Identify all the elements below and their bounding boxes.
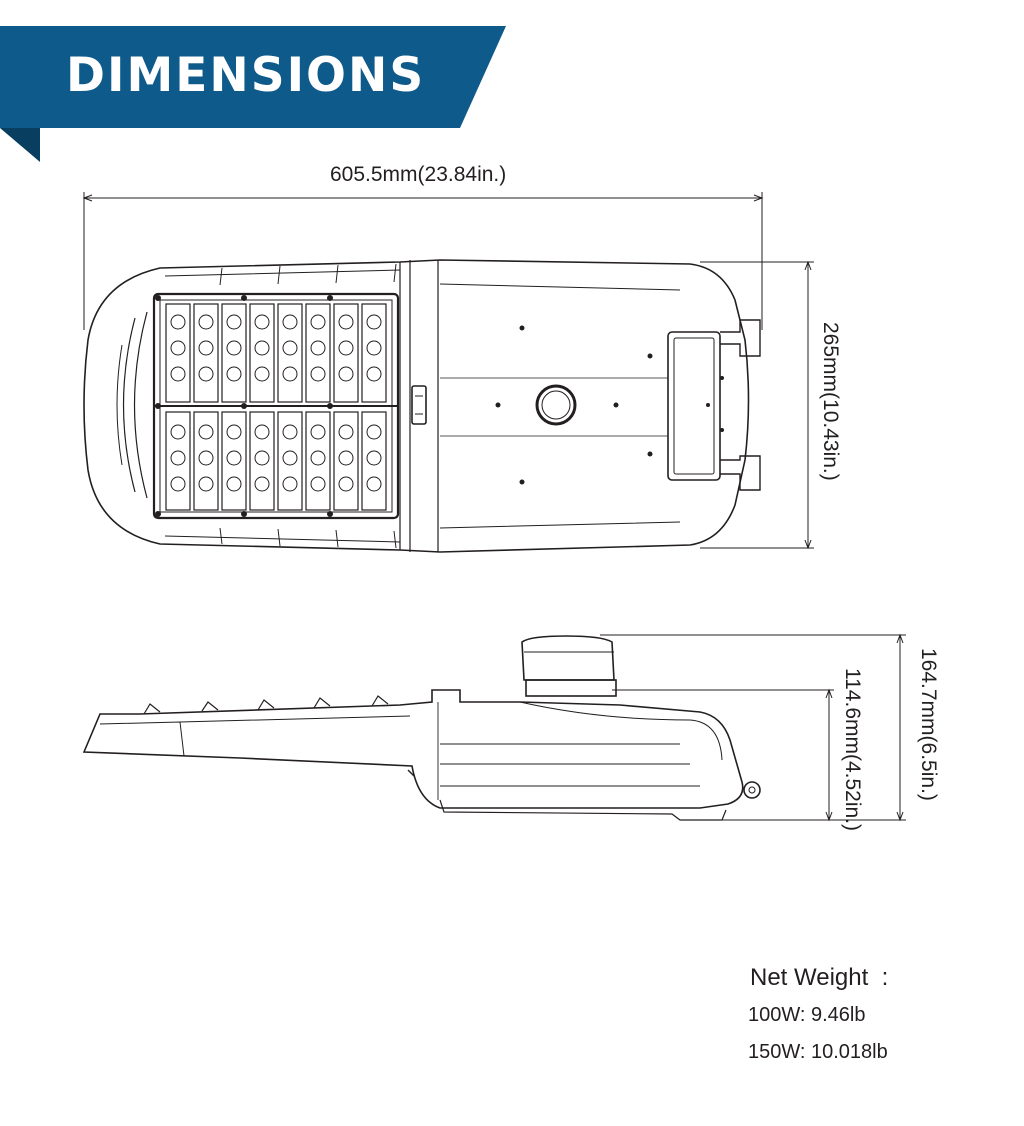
page-title: DIMENSIONS <box>66 48 426 103</box>
net-weight-150w: 150W: 10.018lb <box>748 1041 888 1063</box>
total-height-dimension-label: 164.7mm(6.5in.) <box>917 648 940 801</box>
body-height-dimension-label: 114.6mm(4.52in.) <box>841 668 864 832</box>
photocell-receptacle <box>535 384 577 426</box>
frame-screws <box>155 295 333 517</box>
led-array <box>165 303 387 511</box>
side-view <box>82 635 761 821</box>
banner-fold-shadow <box>0 128 40 162</box>
length-dimension-line <box>700 260 814 550</box>
housing-holes <box>495 325 724 485</box>
net-weight-100w: 100W: 9.46lb <box>748 1004 866 1026</box>
net-weight-title: Net Weight : <box>750 964 889 991</box>
latch <box>411 385 427 425</box>
height-dimension-lines <box>600 633 906 822</box>
width-dimension-label: 605.5mm(23.84in.) <box>330 163 507 186</box>
length-dimension-label: 265mm(10.43in.) <box>819 322 842 481</box>
led-lenses <box>170 314 382 492</box>
net-weight-block: Net Weight : 100W: 9.46lb 150W: 10.018lb <box>748 964 888 1078</box>
mount-pivot <box>743 781 761 799</box>
banner-ribbon <box>0 26 506 128</box>
header-banner <box>0 26 506 162</box>
photocell <box>521 635 615 681</box>
top-view <box>83 259 761 553</box>
width-dimension-line <box>82 192 764 330</box>
slip-fitter <box>667 331 721 481</box>
